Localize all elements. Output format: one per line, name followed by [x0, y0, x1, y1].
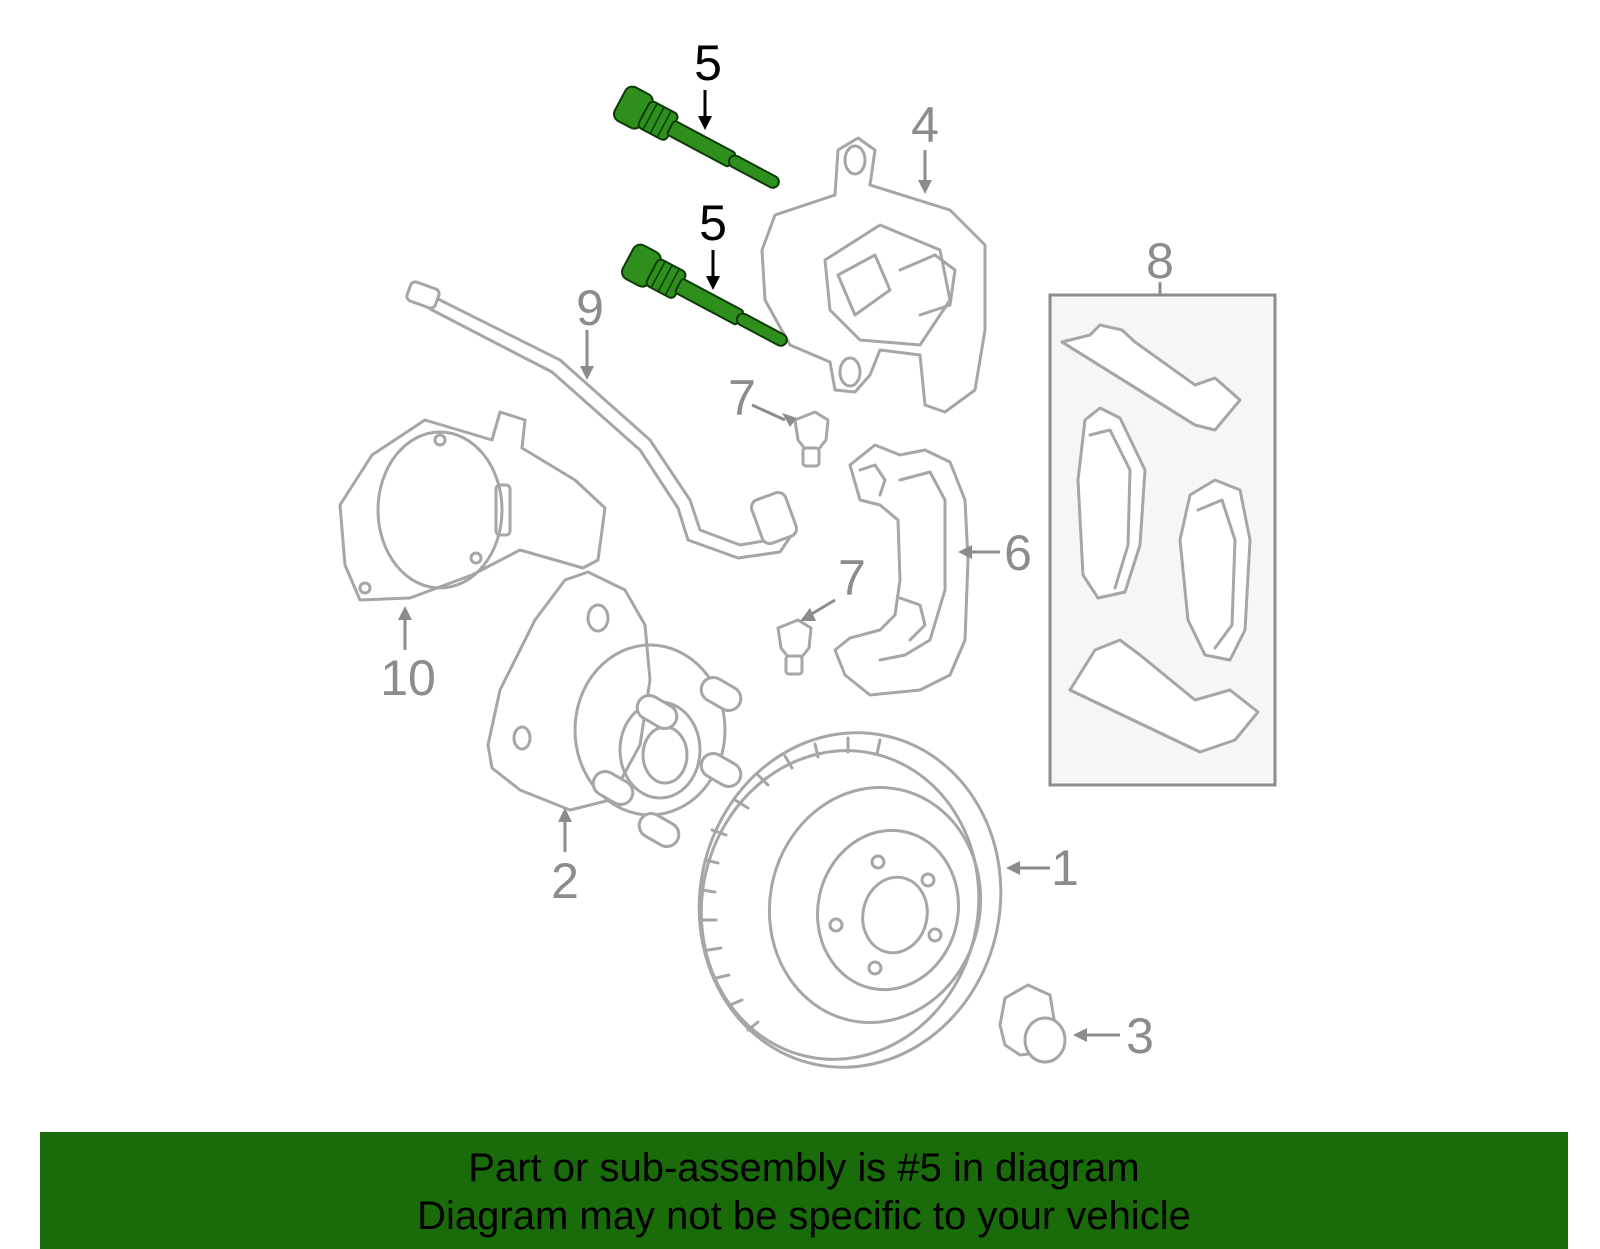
- callout-1: 1: [1051, 840, 1079, 896]
- callout-10: 10: [380, 650, 436, 706]
- callout-6: 6: [1004, 525, 1032, 581]
- caption-bar: Part or sub-assembly is #5 in diagram Di…: [40, 1132, 1568, 1249]
- callout-4: 4: [911, 97, 939, 153]
- callout-5-lower: 5: [699, 195, 727, 251]
- part-10-splash-shield: [338, 410, 607, 602]
- part-8-pad-kit: [1048, 293, 1277, 787]
- caption-line-2: Diagram may not be specific to your vehi…: [417, 1194, 1191, 1238]
- part-9-brake-hose: [405, 280, 799, 560]
- callout-3: 3: [1126, 1008, 1154, 1064]
- part-7-bushing-upper: [793, 410, 830, 468]
- leader-lines: [398, 90, 1162, 1042]
- part-7-bushing-lower: [776, 618, 813, 676]
- callout-5-upper: 5: [694, 35, 722, 91]
- callout-9: 9: [576, 280, 604, 336]
- part-5-guide-bolt-upper: [613, 85, 780, 189]
- part-3-hub-cap: [998, 983, 1067, 1064]
- part-1-rotor: [697, 731, 1003, 1069]
- part-6-caliper-bracket: [833, 443, 970, 697]
- part-4-caliper: [760, 136, 987, 414]
- callout-7-lower: 7: [838, 550, 866, 606]
- callout-8: 8: [1146, 233, 1174, 289]
- part-5-guide-bolt-lower: [621, 243, 788, 347]
- callout-7-upper: 7: [728, 370, 756, 426]
- callout-2: 2: [551, 853, 579, 909]
- caption-line-1: Part or sub-assembly is #5 in diagram: [468, 1146, 1140, 1190]
- brake-assembly-diagram: 5 5 4 8 9 7 6 7 10 2 1 3: [338, 35, 1277, 1069]
- part-2-hub: [486, 570, 743, 848]
